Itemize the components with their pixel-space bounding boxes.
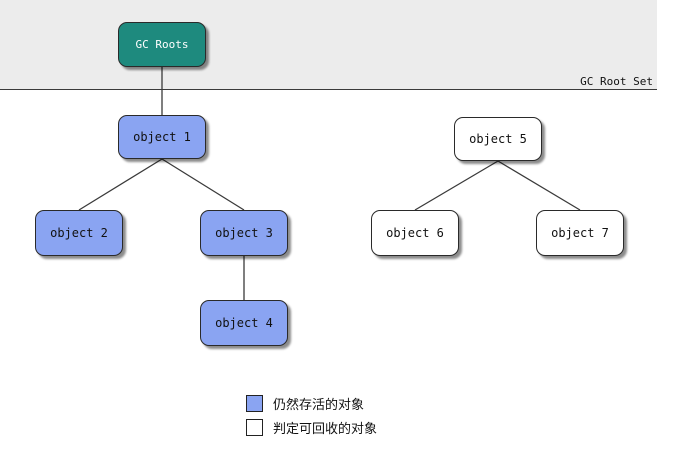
legend-item-collectable: 判定可回收的对象 bbox=[246, 417, 377, 437]
edge-object-1-to-object-2 bbox=[78, 158, 163, 211]
object-5-node: object 5 bbox=[454, 117, 542, 161]
object-7-node: object 7 bbox=[536, 210, 624, 256]
legend-item-alive: 仍然存活的对象 bbox=[246, 393, 377, 413]
gc-root-set-region: GC Root Set bbox=[0, 0, 657, 90]
object-2-node: object 2 bbox=[35, 210, 123, 256]
legend: 仍然存活的对象 判定可回收的对象 bbox=[246, 393, 377, 441]
object-6-node: object 6 bbox=[371, 210, 459, 256]
edge-object-5-to-object-6 bbox=[414, 160, 499, 211]
edge-object-1-to-object-3 bbox=[161, 158, 245, 211]
object-4-node: object 4 bbox=[200, 300, 288, 346]
legend-label-alive: 仍然存活的对象 bbox=[273, 397, 365, 413]
legend-swatch-alive bbox=[246, 394, 263, 412]
legend-label-collectable: 判定可回收的对象 bbox=[273, 421, 378, 437]
object-3-node: object 3 bbox=[200, 210, 288, 256]
legend-swatch-collectable bbox=[246, 418, 263, 436]
gc-roots-node: GC Roots bbox=[118, 22, 206, 67]
object-1-node: object 1 bbox=[118, 115, 206, 159]
edge-object-5-to-object-7 bbox=[497, 160, 581, 211]
gc-root-set-label: GC Root Set bbox=[580, 75, 653, 88]
